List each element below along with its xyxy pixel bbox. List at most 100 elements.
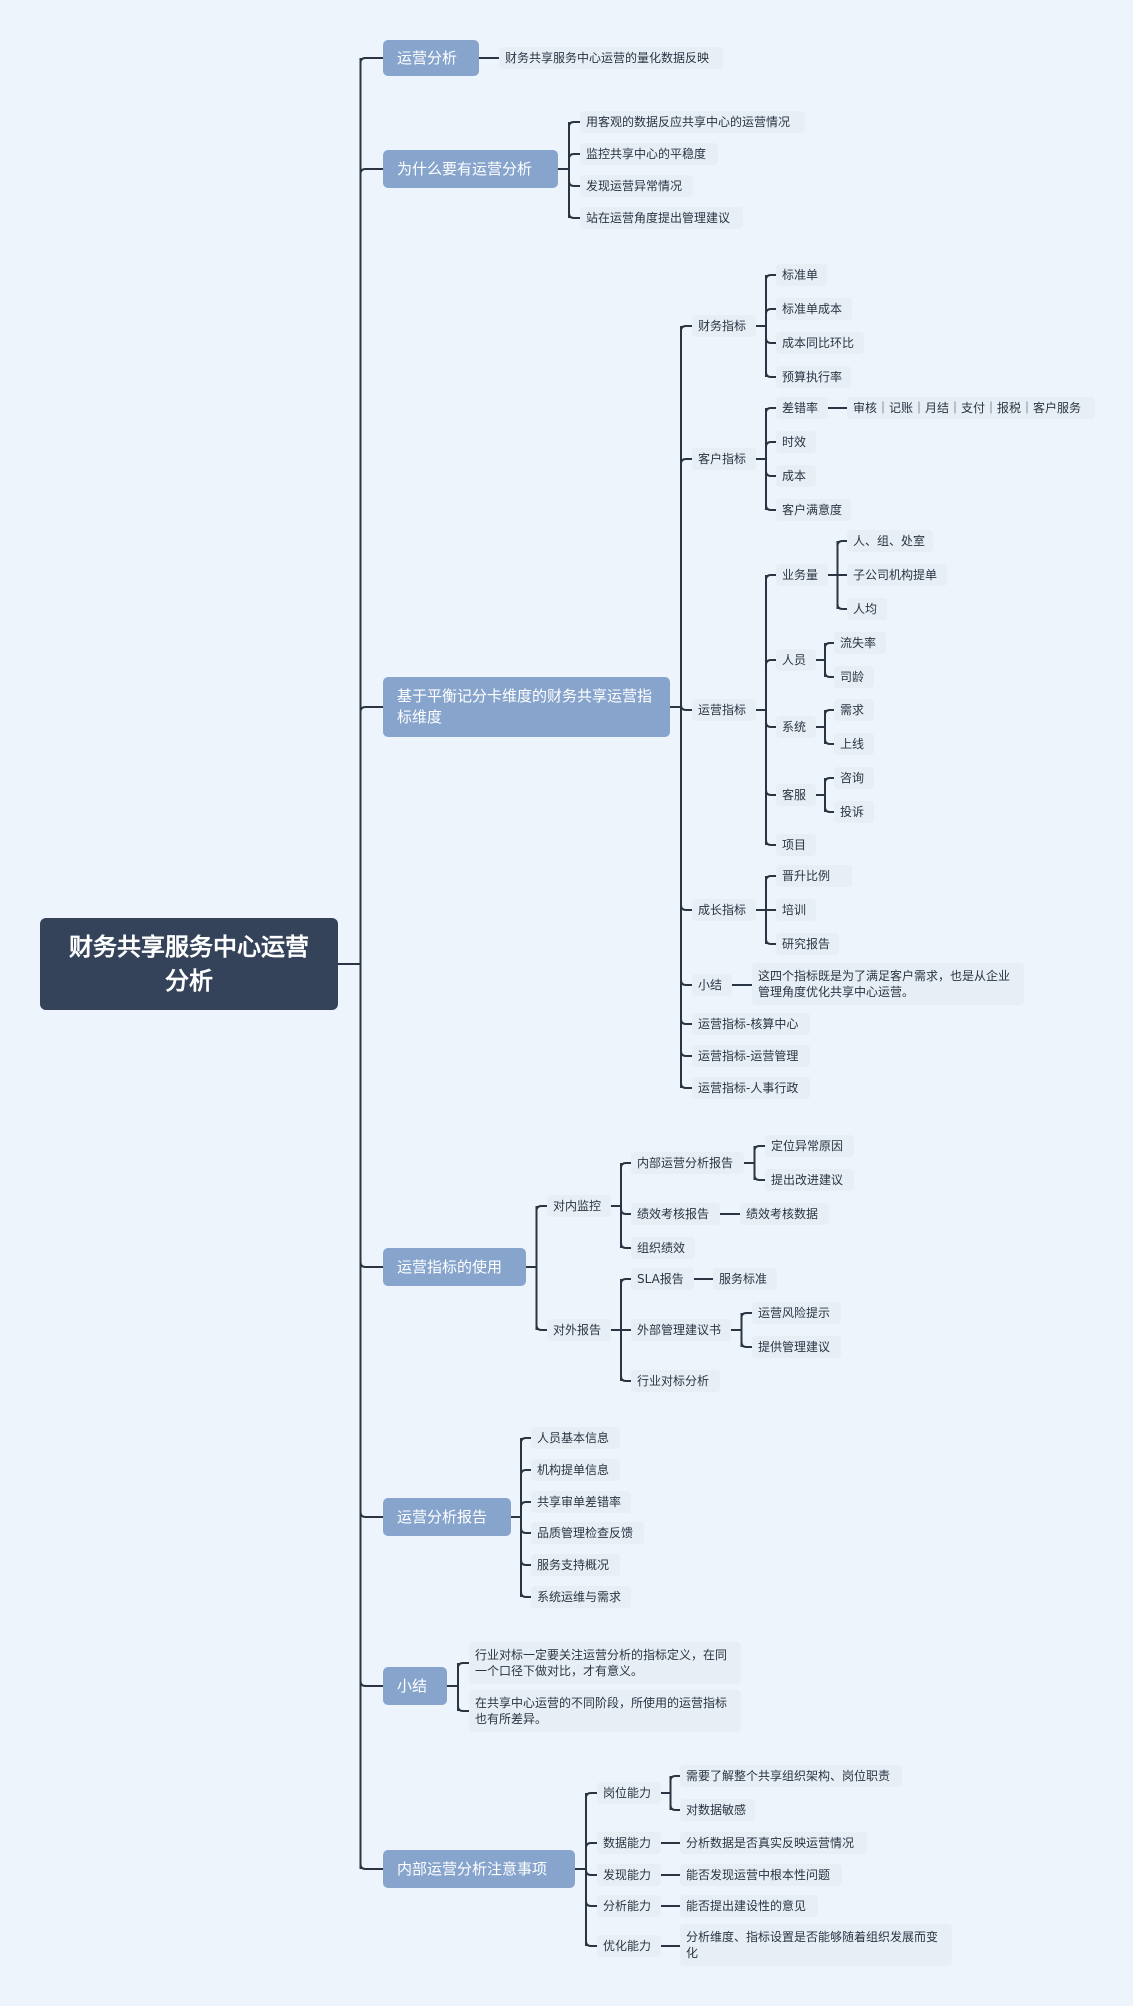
node-b7-ana-c1[interactable]: 能否提出建设性的意见 <box>680 1895 818 1917</box>
node-b4-internal-report-label[interactable]: 内部运营分析报告 <box>631 1152 744 1174</box>
node-b4-internal-label[interactable]: 对内监控 <box>547 1195 611 1217</box>
node-b3-ops-ppl-label[interactable]: 人员 <box>776 649 816 671</box>
connector <box>535 1324 547 1331</box>
node-b4-external-advice-c1[interactable]: 运营风险提示 <box>752 1302 841 1324</box>
node-b3-label[interactable]: 基于平衡记分卡维度的财务共享运营指标维度 <box>383 677 670 737</box>
node-b2-c3[interactable]: 发现运营异常情况 <box>580 175 693 197</box>
node-b5-c2[interactable]: 机构提单信息 <box>531 1459 620 1481</box>
connector <box>520 1437 531 1444</box>
connector <box>585 1940 597 1947</box>
node-b5-c3[interactable]: 共享审单差错率 <box>531 1491 631 1513</box>
node-b7-label[interactable]: 内部运营分析注意事项 <box>383 1850 575 1888</box>
node-b3-x1[interactable]: 运营指标-核算中心 <box>692 1013 810 1035</box>
node-b2-label[interactable]: 为什么要有运营分析 <box>383 150 558 188</box>
node-b6-c1[interactable]: 行业对标一定要关注运营分析的指标定义，在同一个口径下做对比，才有意义。 <box>469 1642 741 1684</box>
node-b2-c4[interactable]: 站在运营角度提出管理建议 <box>580 207 743 229</box>
node-b4-label[interactable]: 运营指标的使用 <box>383 1248 526 1286</box>
node-b3-cus-label[interactable]: 客户指标 <box>692 448 756 470</box>
node-b4-internal-org[interactable]: 组织绩效 <box>631 1237 695 1259</box>
connector <box>824 777 834 784</box>
node-b3-ops-svc-label[interactable]: 客服 <box>776 784 816 806</box>
node-b3-fin-c1[interactable]: 标准单 <box>776 264 827 286</box>
connector <box>457 1662 469 1669</box>
node-b7-data-c1[interactable]: 分析数据是否真实反映运营情况 <box>680 1832 867 1854</box>
node-b7-opt-c1[interactable]: 分析维度、指标设置是否能够随着组织发展而变化 <box>680 1924 952 1966</box>
node-b3-ops-vol-label[interactable]: 业务量 <box>776 564 828 586</box>
node-b3-fin-c2[interactable]: 标准单成本 <box>776 298 852 320</box>
node-b4-external-sla-c1[interactable]: 服务标准 <box>713 1268 777 1290</box>
node-b5-c6[interactable]: 系统运维与需求 <box>531 1586 631 1608</box>
node-b4-internal-perf-c1[interactable]: 绩效考核数据 <box>740 1203 829 1225</box>
node-b5-label[interactable]: 运营分析报告 <box>383 1498 511 1536</box>
node-b6-c2[interactable]: 在共享中心运营的不同阶段，所使用的运营指标也有所差异。 <box>469 1690 741 1732</box>
node-b7-pos-c2[interactable]: 对数据敏感 <box>680 1799 755 1821</box>
node-b3-ops-ppl-c1[interactable]: 流失率 <box>834 632 886 654</box>
node-b7-data-label[interactable]: 数据能力 <box>597 1832 661 1854</box>
node-b3-x3[interactable]: 运营指标-人事行政 <box>692 1077 810 1099</box>
node-b3-summary-text[interactable]: 这四个指标既是为了满足客户需求，也是从企业管理角度优化共享中心运营。 <box>752 963 1024 1005</box>
connector <box>765 407 776 414</box>
node-b3-grow-c2[interactable]: 培训 <box>776 899 816 921</box>
node-b7-ana-label[interactable]: 分析能力 <box>597 1895 661 1917</box>
node-b7-opt-label[interactable]: 优化能力 <box>597 1935 661 1957</box>
node-b4-external-bench[interactable]: 行业对标分析 <box>631 1370 720 1392</box>
connector <box>765 371 776 378</box>
node-b6-label[interactable]: 小结 <box>383 1667 447 1705</box>
node-b1-label[interactable]: 运营分析 <box>383 40 479 76</box>
node-b3-ops-label[interactable]: 运营指标 <box>692 699 756 721</box>
node-root-label[interactable]: 财务共享服务中心运营分析 <box>40 918 338 1010</box>
connector <box>457 1705 469 1712</box>
node-b4-internal-report-c1[interactable]: 定位异常原因 <box>765 1135 854 1157</box>
connector <box>568 212 580 219</box>
node-b3-grow-c3[interactable]: 研究报告 <box>776 933 839 955</box>
node-b7-pos-c1[interactable]: 需要了解整个共享组织架构、岗位职责 <box>680 1765 902 1787</box>
connector <box>359 1680 383 1687</box>
connector <box>620 1242 631 1249</box>
node-b3-ops-sys-label[interactable]: 系统 <box>776 716 816 738</box>
node-b3-ops-sys-c2[interactable]: 上线 <box>834 733 874 755</box>
node-b3-grow-label[interactable]: 成长指标 <box>692 899 756 921</box>
node-b3-ops-vol-c1[interactable]: 人、组、处室 <box>847 530 933 552</box>
node-b3-grow-c1[interactable]: 晋升比例 <box>776 865 852 887</box>
connector <box>753 1145 765 1152</box>
node-b3-ops-vol-c2[interactable]: 子公司机构提单 <box>847 564 947 586</box>
node-b3-ops-ppl-c2[interactable]: 司龄 <box>834 666 874 688</box>
node-b3-ops-svc-c1[interactable]: 咨询 <box>834 767 874 789</box>
node-b4-external-advice-label[interactable]: 外部管理建议书 <box>631 1319 731 1341</box>
node-b2-c1[interactable]: 用客观的数据反应共享中心的运营情况 <box>580 111 805 133</box>
node-b4-external-label[interactable]: 对外报告 <box>547 1319 611 1341</box>
node-b5-c1[interactable]: 人员基本信息 <box>531 1427 620 1449</box>
node-b5-c5[interactable]: 服务支持概况 <box>531 1554 620 1576</box>
connector <box>359 1863 383 1870</box>
node-b3-cus-c3[interactable]: 成本 <box>776 465 816 487</box>
node-b7-find-label[interactable]: 发现能力 <box>597 1864 661 1886</box>
node-b3-cus-c2[interactable]: 时效 <box>776 431 816 453</box>
connector <box>568 153 580 160</box>
connector <box>680 904 692 911</box>
node-b3-summary-label[interactable]: 小结 <box>692 974 732 996</box>
node-b3-ops-svc-c2[interactable]: 投诉 <box>834 801 874 823</box>
node-b3-fin-c3[interactable]: 成本同比环比 <box>776 332 864 354</box>
node-b3-fin-label[interactable]: 财务指标 <box>692 315 756 337</box>
node-b1-c1[interactable]: 财务共享服务中心运营的量化数据反映 <box>499 47 723 69</box>
node-b2-c2[interactable]: 监控共享中心的平稳度 <box>580 143 718 165</box>
node-b4-external-advice-c2[interactable]: 提供管理建议 <box>752 1336 841 1358</box>
node-b3-cus-err_detail[interactable]: 审核｜记账｜月结｜支付｜报税｜客户服务 <box>847 397 1095 419</box>
connector <box>359 1511 383 1518</box>
node-b3-cus-err[interactable]: 差错率 <box>776 397 828 419</box>
node-b4-internal-perf-label[interactable]: 绩效考核报告 <box>631 1203 720 1225</box>
node-b3-ops-sys-c1[interactable]: 需求 <box>834 699 874 721</box>
connector <box>765 789 776 796</box>
node-b3-cus-c4[interactable]: 客户满意度 <box>776 499 851 521</box>
node-b3-ops-proj[interactable]: 项目 <box>776 834 816 856</box>
connector <box>680 458 692 465</box>
node-b7-pos-label[interactable]: 岗位能力 <box>597 1782 661 1804</box>
node-b3-fin-c4[interactable]: 预算执行率 <box>776 366 851 388</box>
node-b4-internal-report-c2[interactable]: 提出改进建议 <box>765 1169 854 1191</box>
node-b7-find-c1[interactable]: 能否发现运营中根本性问题 <box>680 1864 842 1886</box>
node-b4-external-sla-label[interactable]: SLA报告 <box>631 1268 694 1290</box>
connector <box>620 1375 631 1382</box>
node-b5-c4[interactable]: 品质管理检查反馈 <box>531 1522 644 1544</box>
node-b3-ops-vol-c3[interactable]: 人均 <box>847 598 887 620</box>
node-b3-x2[interactable]: 运营指标-运营管理 <box>692 1045 810 1067</box>
